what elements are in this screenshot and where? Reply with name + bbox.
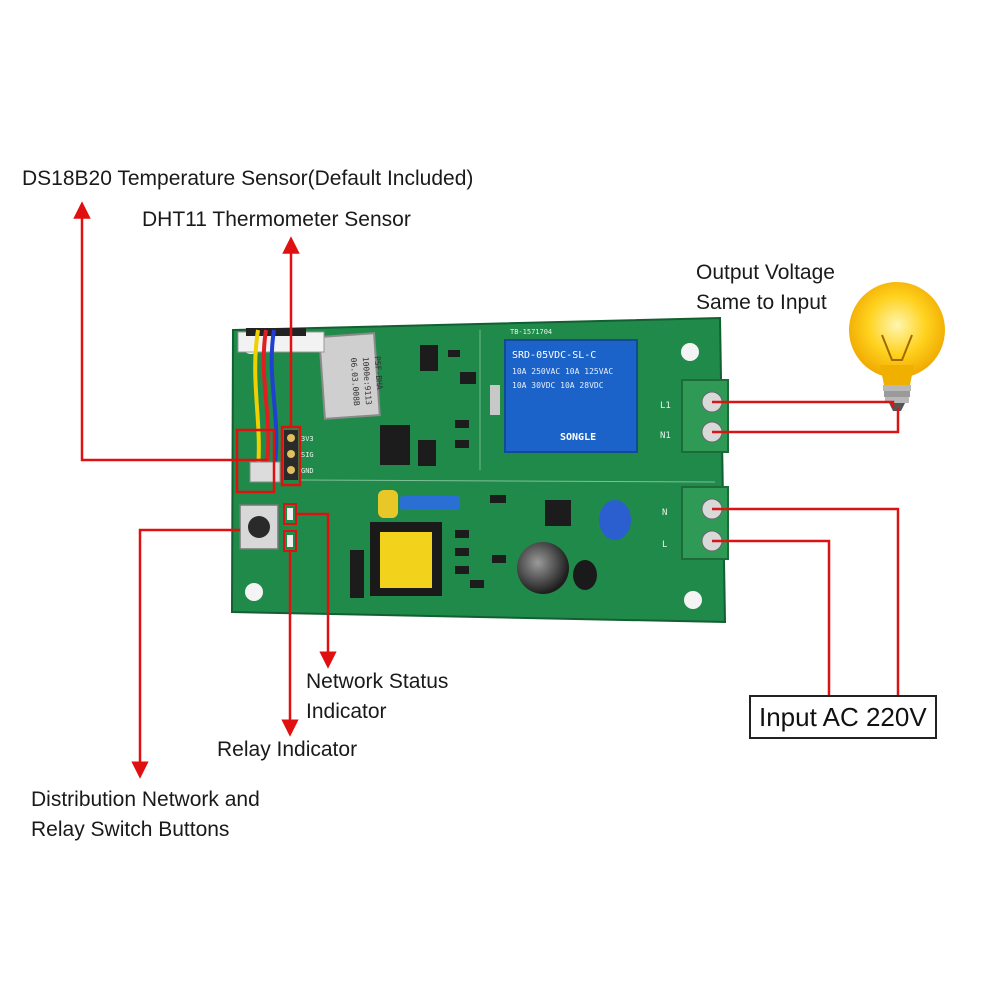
dht11-label: DHT11 Thermometer Sensor (142, 208, 411, 231)
wifi-module: PSF-BHA 1000e:9113 06.03.008B (318, 332, 384, 420)
ds18b20-arrow (73, 201, 268, 462)
sensor-connector (237, 328, 325, 483)
output-wire-l1 (712, 400, 895, 408)
module-text-1: PSF-BHA (373, 356, 384, 390)
varistor (599, 500, 631, 540)
relay-brand: SONGLE (560, 432, 596, 443)
output-voltage-label-2: Same to Input (696, 291, 827, 314)
mounting-hole (681, 343, 699, 361)
film-capacitor (400, 496, 460, 510)
relay-indicator-label: Relay Indicator (217, 738, 358, 761)
transformer (370, 522, 442, 596)
capacitor (378, 490, 398, 518)
ntc (573, 560, 597, 590)
output-wire-n1 (712, 408, 900, 434)
relay-rating-1: 10A 250VAC 10A 125VAC (512, 367, 613, 376)
header-pin-2: SIG (301, 451, 314, 459)
terminal-in-n: N (662, 508, 667, 518)
relay-rating-2: 10A 30VDC 10A 28VDC (512, 381, 604, 390)
mounting-hole (684, 591, 702, 609)
electrolytic-capacitor (517, 542, 569, 594)
header-pin-3: GND (301, 467, 314, 475)
sensor-header: 3V3 SIG GND (284, 430, 314, 480)
terminal-in-l: L (662, 540, 667, 550)
input-wire-l (712, 539, 831, 695)
input-wire-n (712, 507, 900, 695)
mounting-hole (245, 583, 263, 601)
relay-model: SRD-05VDC-SL-C (512, 350, 596, 361)
terminal-out-l1: L1 (660, 401, 671, 411)
buttons-arrow (131, 528, 240, 779)
module-text-3: 06.03.008B (349, 357, 361, 406)
input-ac-box: Input AC 220V (749, 695, 937, 739)
board-code: TB-1571704 (510, 328, 552, 336)
network-status-arrow (296, 512, 337, 669)
light-bulb-icon (849, 282, 945, 411)
buttons-label-1: Distribution Network and (31, 788, 260, 811)
network-status-label-1: Network Status (306, 670, 449, 693)
smd-components (350, 345, 571, 598)
relay: SRD-05VDC-SL-C 10A 250VAC 10A 125VAC 10A… (504, 339, 638, 453)
terminal-out-n1: N1 (660, 431, 671, 441)
network-status-led (287, 508, 293, 520)
relay-led (287, 535, 293, 547)
header-pin-1: 3V3 (301, 435, 314, 443)
module-text-2: 1000e:9113 (361, 357, 373, 406)
output-voltage-label-1: Output Voltage (696, 261, 835, 284)
buttons-label-2: Relay Switch Buttons (31, 818, 230, 841)
relay-switch-button[interactable] (239, 504, 279, 550)
ds18b20-label: DS18B20 Temperature Sensor(Default Inclu… (22, 167, 474, 190)
network-status-label-2: Indicator (306, 700, 387, 723)
